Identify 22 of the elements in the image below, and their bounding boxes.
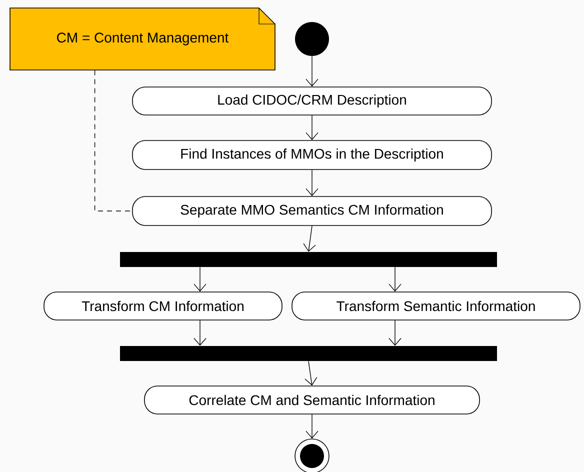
arrow — [194, 266, 206, 292]
action-box: Separate MMO Semantics CM Information — [132, 196, 492, 226]
action-box: Transform Semantic Information — [292, 292, 580, 320]
arrow — [306, 170, 318, 196]
initial-node — [295, 22, 329, 56]
arrow — [388, 266, 402, 292]
action-box: Correlate CM and Semantic Information — [144, 386, 480, 414]
arrow — [194, 320, 206, 346]
arrow — [388, 320, 402, 346]
arrow — [306, 115, 318, 140]
arrow — [304, 360, 318, 386]
leader-line — [94, 70, 132, 212]
sync-bar — [120, 346, 497, 361]
action-box: Find Instances of MMOs in the Description — [132, 140, 492, 170]
final-node — [294, 438, 330, 472]
sync-bar — [120, 252, 497, 267]
arrow — [306, 414, 318, 439]
note-box: CM = Content Management — [10, 8, 276, 70]
action-box: Transform CM Information — [44, 292, 282, 320]
arrow — [306, 56, 318, 87]
action-box: Load CIDOC/CRM Description — [132, 86, 492, 116]
arrow — [303, 226, 316, 252]
